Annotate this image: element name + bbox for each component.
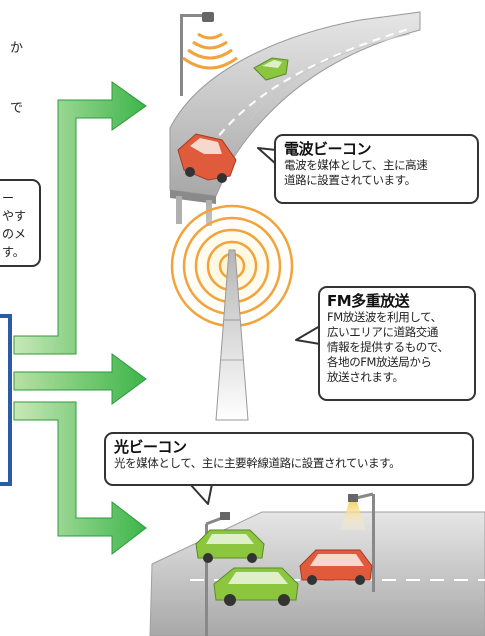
- radio-beacon-title: 電波ビーコン: [284, 140, 372, 158]
- left-box-fragment-1: ー: [2, 191, 15, 205]
- left-blue-box: [0, 314, 12, 486]
- fm-multiplex-description: FM放送波を利用して、 広いエリアに道路交通 情報を提供するもので、 各地のFM…: [327, 310, 467, 385]
- left-box-fragment-2: やす: [2, 209, 27, 223]
- left-box-fragment-4: す。: [2, 245, 25, 259]
- fm-multiplex-title: FM多重放送: [327, 292, 410, 310]
- fm-tower: [215, 249, 249, 421]
- light-beacon-pole-left: [205, 512, 230, 636]
- radio-waves: [182, 32, 238, 70]
- light-beacon-description: 光を媒体として、主に主要幹線道路に設置されています。: [114, 456, 464, 471]
- light-beacon-line-1: 光を媒体として、主に主要幹線道路に設置されています。: [114, 456, 401, 470]
- fm-callout-tail: [295, 325, 321, 345]
- car-red-highway: [177, 133, 237, 183]
- car-green-highway: [253, 57, 289, 81]
- radio-beacon-callout: 電波ビーコン 電波を媒体として、主に高速 道路に設置されています。: [274, 134, 479, 204]
- left-text-fragment-1: か: [10, 41, 24, 56]
- arrow-to-radio-beacon: [13, 81, 147, 355]
- left-text-fragment-2: で: [10, 101, 24, 116]
- green-arrows: [13, 81, 147, 556]
- light-beacon-callout: 光ビーコン 光を媒体として、主に主要幹線道路に設置されています。: [104, 432, 474, 486]
- fm-multiplex-line-3: 情報を提供するもので、: [327, 340, 449, 354]
- radio-beacon-description: 電波を媒体として、主に高速 道路に設置されています。: [284, 158, 469, 188]
- car-green-road-2: [213, 567, 299, 606]
- arrow-to-fm-multiplex: [13, 353, 147, 405]
- car-red-road: [299, 549, 373, 585]
- arrow-to-light-beacon: [13, 401, 147, 556]
- radio-beacon-line-1: 電波を媒体として、主に高速: [284, 158, 428, 172]
- car-green-road-1: [195, 529, 265, 563]
- fm-multiplex-line-2: 広いエリアに道路交通: [327, 325, 438, 339]
- left-info-box: [0, 179, 41, 267]
- left-box-fragment-3: のメ: [2, 227, 27, 241]
- fm-multiplex-line-5: 放送されます。: [327, 370, 404, 384]
- light-beacon-pole-right: [340, 492, 375, 592]
- light-callout-tail: [189, 483, 213, 505]
- fm-multiplex-callout: FM多重放送 FM放送波を利用して、 広いエリアに道路交通 情報を提供するもので…: [318, 286, 476, 401]
- radio-beacon-pole: [180, 12, 214, 96]
- radio-beacon-line-2: 道路に設置されています。: [284, 173, 416, 187]
- light-beacon-title: 光ビーコン: [114, 438, 187, 456]
- fm-multiplex-line-4: 各地のFM放送局から: [327, 355, 432, 369]
- fm-multiplex-line-1: FM放送波を利用して、: [327, 310, 442, 324]
